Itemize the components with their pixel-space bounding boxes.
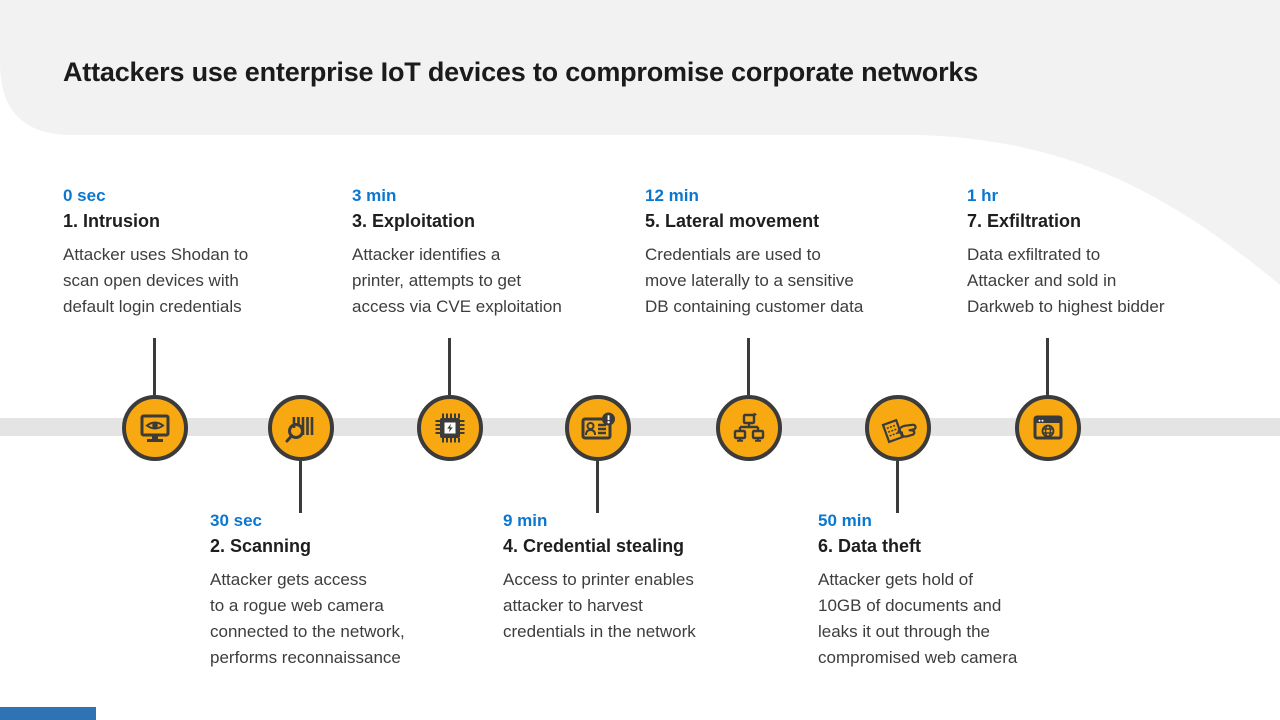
timeline-step-text-3: 3 min 3. Exploitation Attacker identifie… (352, 186, 672, 320)
step-2-node (268, 395, 334, 461)
step-description: Attacker gets hold of 10GB of documents … (818, 570, 1018, 667)
step-description: Access to printer enables attacker to ha… (503, 570, 696, 641)
timeline-step-text-6: 50 min 6. Data theft Attacker gets hold … (818, 511, 1138, 671)
step-4-node (565, 395, 631, 461)
step-1-node (122, 395, 188, 461)
step-title: 3. Exploitation (352, 211, 476, 231)
step-time-label: 12 min (645, 186, 699, 205)
network-nodes-icon (733, 412, 765, 442)
slide-title: Attackers use enterprise IoT devices to … (63, 57, 979, 87)
step-description: Credentials are used to move laterally t… (645, 245, 864, 316)
step-title: 1. Intrusion (63, 211, 161, 231)
step-5-connector (747, 338, 750, 395)
step-description: Data exfiltrated to Attacker and sold in… (967, 245, 1165, 316)
step-7-node (1015, 395, 1081, 461)
footer-accent-bar (0, 707, 96, 720)
step-6-node (865, 395, 931, 461)
browser-globe-icon (1033, 415, 1063, 440)
step-description: Attacker gets access to a rogue web came… (210, 570, 405, 667)
step-5-node (716, 395, 782, 461)
barcode-scanner-icon (285, 417, 314, 443)
timeline-band (0, 418, 1280, 436)
cpu-exploit-icon (435, 413, 465, 443)
step-4-connector (596, 461, 599, 513)
step-title: 5. Lateral movement (645, 211, 820, 231)
step-3-node (417, 395, 483, 461)
step-time-label: 1 hr (967, 186, 999, 205)
step-title: 6. Data theft (818, 536, 922, 556)
step-time-label: 9 min (503, 511, 548, 530)
step-title: 2. Scanning (210, 536, 312, 556)
monitor-eye-icon (140, 414, 170, 442)
timeline-step-text-7: 1 hr 7. Exfiltration Data exfiltrated to… (967, 186, 1280, 320)
step-title: 7. Exfiltration (967, 211, 1082, 231)
step-description: Attacker identifies a printer, attempts … (352, 245, 562, 316)
step-title: 4. Credential stealing (503, 536, 685, 556)
timeline-step-text-2: 30 sec 2. Scanning Attacker gets access … (210, 511, 530, 671)
timeline-step-text-4: 9 min 4. Credential stealing Access to p… (503, 511, 823, 645)
step-time-label: 3 min (352, 186, 397, 205)
step-1-connector (153, 338, 156, 395)
step-3-connector (448, 338, 451, 395)
step-time-label: 0 sec (63, 186, 106, 205)
step-description: Attacker uses Shodan to scan open device… (63, 245, 249, 316)
timeline-step-text-5: 12 min 5. Lateral movement Credentials a… (645, 186, 965, 320)
step-6-connector (896, 461, 899, 513)
step-7-connector (1046, 338, 1049, 395)
id-card-alert-icon (581, 412, 615, 440)
header-background-shape (0, 0, 1280, 285)
step-time-label: 50 min (818, 511, 872, 530)
step-time-label: 30 sec (210, 511, 262, 530)
step-2-connector (299, 461, 302, 513)
timeline-step-text-1: 0 sec 1. Intrusion Attacker uses Shodan … (63, 186, 383, 320)
hand-stealing-data-icon (881, 418, 917, 444)
